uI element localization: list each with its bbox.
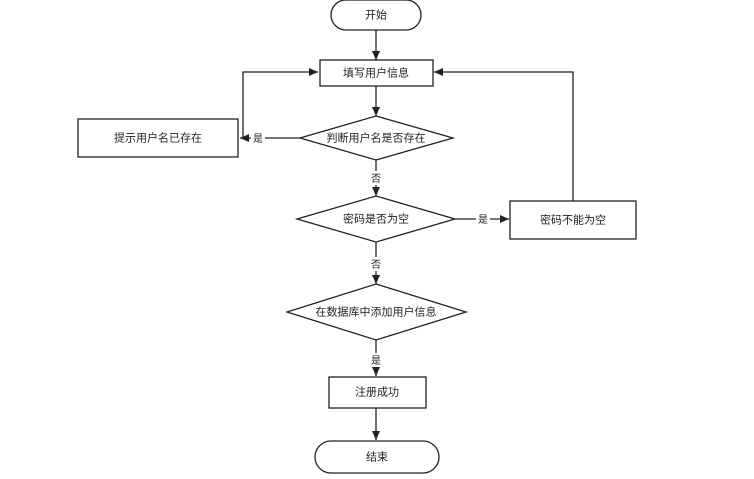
edge-label-password-no: 否 — [371, 259, 381, 271]
edge-label-username-no: 否 — [371, 173, 381, 185]
end-label: 结束 — [366, 451, 388, 464]
fill-info-label: 填写用户信息 — [343, 66, 409, 80]
add-to-db-label: 在数据库中添加用户信息 — [316, 305, 437, 319]
check-username-node: 判断用户名是否存在 — [297, 115, 456, 161]
password-empty-label: 密码不能为空 — [540, 213, 606, 227]
check-username-label: 判断用户名是否存在 — [327, 131, 426, 145]
register-success-node: 注册成功 — [328, 376, 427, 409]
edge-username-exists-loop — [242, 68, 318, 138]
register-success-label: 注册成功 — [355, 385, 399, 399]
edge-label-db-yes: 是 — [371, 355, 381, 367]
start-label: 开始 — [365, 8, 387, 22]
username-exists-label: 提示用户名已存在 — [114, 131, 202, 145]
edge-password-empty-loop — [434, 68, 574, 201]
check-password-label: 密码是否为空 — [343, 212, 409, 226]
end-node: 结束 — [314, 440, 440, 474]
password-empty-node: 密码不能为空 — [509, 200, 637, 240]
add-to-db-node: 在数据库中添加用户信息 — [284, 283, 469, 341]
fill-info-node: 填写用户信息 — [319, 59, 434, 87]
username-exists-node: 提示用户名已存在 — [77, 118, 239, 158]
edge-label-password-yes: 是 — [478, 214, 488, 226]
check-password-node: 密码是否为空 — [294, 195, 458, 243]
edge-label-username-yes: 是 — [253, 133, 263, 145]
start-node: 开始 — [330, 0, 422, 31]
